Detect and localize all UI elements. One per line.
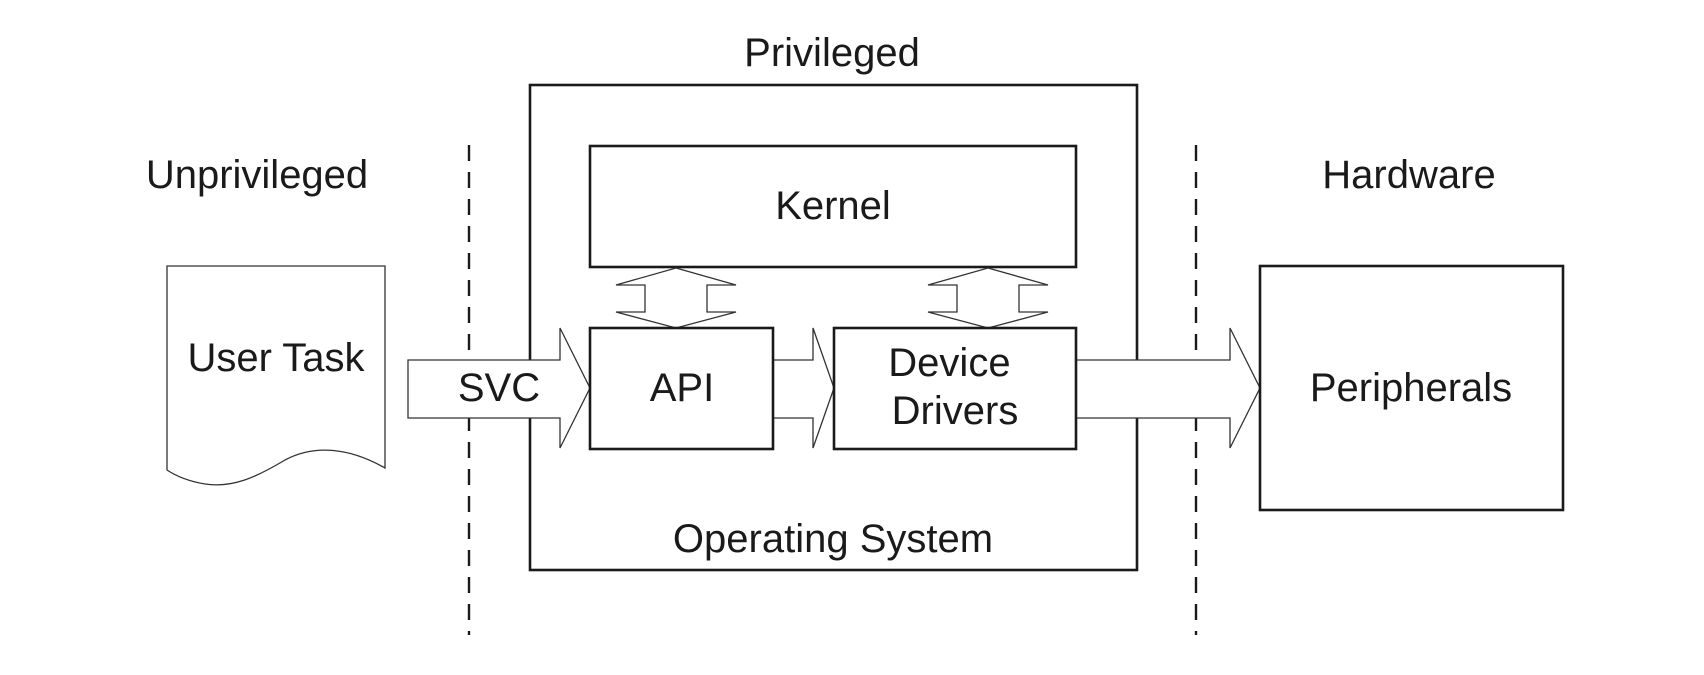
zone-label-hardware: Hardware (1322, 153, 1495, 197)
zone-label-unprivileged: Unprivileged (146, 153, 368, 197)
device-drivers-label-line-2: Drivers (892, 389, 1019, 433)
device-drivers-box (832, 326, 1078, 451)
user-task-label: User Task (187, 336, 365, 380)
drivers-peripherals-arrow (1075, 327, 1261, 449)
api-label: API (650, 366, 714, 410)
api-drivers-arrow (772, 327, 835, 449)
svc-arrow (407, 327, 591, 449)
api-box (588, 326, 775, 451)
kernel-label: Kernel (775, 184, 891, 228)
peripherals-box (1258, 264, 1565, 512)
operating-system-label: Operating System (673, 517, 993, 561)
device-drivers-label-line-1: Device (888, 341, 1010, 385)
zone-label-privileged: Privileged (744, 31, 920, 75)
user-task-document (166, 265, 386, 486)
device-drivers-label: Device Drivers (888, 341, 1021, 433)
svc-label: SVC (458, 366, 540, 410)
peripherals-label: Peripherals (1310, 366, 1512, 410)
kernel-box (588, 144, 1078, 269)
